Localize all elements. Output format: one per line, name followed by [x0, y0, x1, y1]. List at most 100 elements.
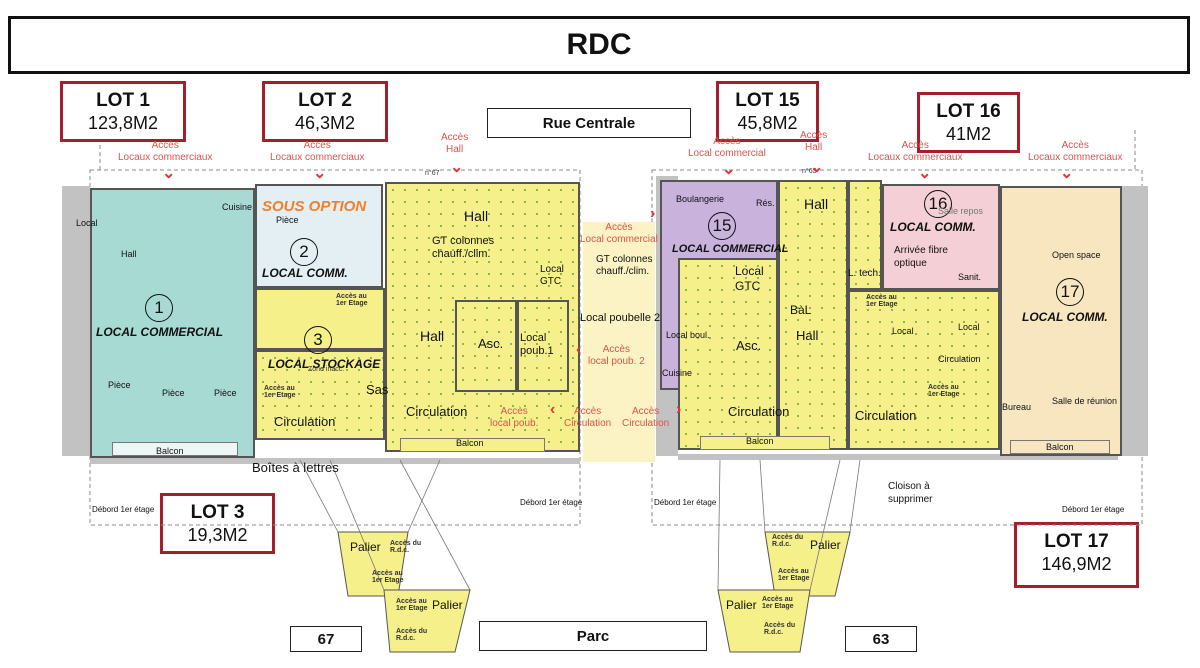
- bal-label: BàL: [790, 303, 812, 317]
- acces-locaux-16: Accès Locaux commerciaux: [868, 140, 963, 163]
- local-63b-label: Local: [958, 322, 980, 332]
- lot-3-number: 3: [304, 326, 332, 354]
- acces-hall-67: Accès Hall: [441, 132, 469, 155]
- lot-3-room-label: LOCAL STOCKAGE: [268, 357, 381, 371]
- acces-1er-67b-label: Accès au 1er Etage: [264, 385, 296, 399]
- lot-15-room-label: LOCAL COMMERCIAL: [672, 243, 789, 255]
- asc-63-label: Asc.: [736, 338, 762, 353]
- local-tech-label: L. tech.: [848, 268, 881, 279]
- local-gtc-63-label: Local GTC: [735, 264, 764, 293]
- local-poub1-room: [517, 300, 569, 392]
- balcon-right2-label: Balcon: [1046, 442, 1074, 452]
- lot-17-name: LOT 17: [1044, 531, 1109, 552]
- piece-1-label: Pièce: [108, 380, 131, 390]
- acces-rdc-67a-label: Accès du R.d.c.: [390, 540, 422, 554]
- balcon-left2-label: Balcon: [456, 438, 484, 448]
- lot-2-room-label: LOCAL COMM.: [262, 266, 348, 280]
- local-63a-label: Local: [892, 326, 914, 336]
- chevron-down-icon: ⌄: [313, 165, 327, 182]
- lot-17-room-label: LOCAL COMM.: [1022, 310, 1108, 324]
- lot-17-area-plan: [1000, 186, 1122, 456]
- hall-lot1-label: Hall: [121, 249, 137, 259]
- balcon-right-2: [1010, 440, 1110, 454]
- debord-left-label: Débord 1er étage: [92, 505, 155, 514]
- balcon-left-1: [112, 442, 238, 456]
- acces-1er-63-label: Accès au 1er Etage: [928, 384, 960, 398]
- passage-area: [583, 222, 655, 462]
- lot-1-room-label: LOCAL COMMERCIAL: [96, 325, 224, 339]
- balcon-left-label: Balcon: [156, 446, 184, 456]
- sas-label: Sas: [366, 382, 389, 397]
- chevron-down-icon: ⌄: [722, 161, 736, 178]
- salle-reunion-label: Salle de réunion: [1052, 396, 1118, 406]
- rue-centrale-label: Rue Centrale: [487, 108, 691, 138]
- asc-67-label: Asc.: [478, 336, 504, 351]
- chevron-right-icon: ›: [676, 401, 682, 418]
- debord-mid-right-label: Débord 1er étage: [654, 498, 717, 507]
- chevron-down-icon: ⌄: [450, 159, 464, 176]
- lot-3-area: 19,3M2: [187, 525, 248, 545]
- palier-67b-label: Palier: [432, 598, 463, 612]
- cuisine-15-label: Cuisine: [662, 368, 693, 378]
- lot-1-area: 123,8M2: [87, 113, 159, 133]
- circulation-63-label: Circulation: [728, 404, 790, 419]
- acces-local-commercial-side: Accès Local commercial: [580, 222, 658, 245]
- asc-67: [455, 300, 517, 392]
- debord-right-label: Débord 1er étage: [1062, 505, 1125, 514]
- lot-3-name: LOT 3: [190, 502, 245, 523]
- palier-63b-label: Palier: [726, 598, 757, 612]
- acces-locaux-17: Accès Locaux commerciaux: [1028, 140, 1123, 163]
- parc-label: Parc: [479, 621, 707, 651]
- gt-colonnes-67-label: GT colonnes chauff./clim.: [432, 235, 495, 260]
- hall-63-label: Hall: [804, 196, 829, 212]
- circulation-63b-area: [848, 290, 1000, 450]
- lot-16-name: LOT 16: [936, 101, 1001, 122]
- local-poubelle2-label: Local poubelle 2: [580, 312, 661, 324]
- circulation-63b-label: Circulation: [855, 408, 917, 423]
- number-67-label: 67: [290, 626, 362, 652]
- lot-2-box: LOT 2 46,3M2: [262, 81, 388, 142]
- walls: [62, 176, 1148, 464]
- lot-1-box: LOT 1 123,8M2: [60, 81, 186, 142]
- acces-circulation-63: Accès Circulation: [622, 406, 670, 429]
- palier-67a-label: Palier: [350, 540, 381, 554]
- hall-63b-label: Hall: [796, 328, 819, 343]
- acces-rdc-67b-label: Accès du R.d.c.: [396, 628, 428, 642]
- lot-17-number: 17: [1056, 278, 1084, 306]
- lot-15-name: LOT 15: [735, 90, 800, 111]
- circulation-67-label: Circulation: [274, 414, 336, 429]
- cloison-label: Cloison à supprimer: [888, 481, 933, 505]
- debord-mid-left-label: Débord 1er étage: [520, 498, 583, 507]
- acces-locaux-lot2: Accès Locaux commerciaux: [270, 140, 365, 163]
- local-tech-area: [848, 180, 882, 290]
- open-space-label: Open space: [1052, 250, 1101, 260]
- chevron-left-icon: ‹: [576, 341, 582, 358]
- chevron-down-icon: ⌄: [162, 165, 176, 182]
- lot-16-box: LOT 16 41M2: [917, 92, 1020, 153]
- circulation-63c-label: Circulation: [938, 354, 981, 364]
- salle-repos-label: Salle repos: [938, 206, 984, 216]
- balcon-right-1: [700, 436, 830, 450]
- acces-1er-67d-label: Accès au 1er Etage: [396, 598, 428, 612]
- chevron-down-icon: ⌄: [1060, 165, 1074, 182]
- lot-1-area-plan: [90, 188, 255, 458]
- n67-label: n°67: [425, 170, 440, 177]
- lot-1-number: 1: [145, 294, 173, 322]
- lot-2-area-plan: [255, 184, 383, 288]
- lot-15-number: 15: [708, 212, 736, 240]
- lot-15-area: 45,8M2: [737, 113, 798, 133]
- lot-17-area: 146,9M2: [1041, 554, 1112, 574]
- boites-lettres-label: Boîtes à lettres: [252, 460, 339, 475]
- bureau-label: Bureau: [1002, 402, 1032, 412]
- acces-local-poub: Accès local poub.: [490, 406, 539, 429]
- palier-63a-label: Palier: [810, 538, 841, 552]
- lot-2-number: 2: [290, 238, 318, 266]
- zone-inac-label: Zone inacc.: [308, 366, 345, 373]
- hall-63-area: [778, 180, 848, 450]
- acces-1er-67-label: Accès au 1er Etage: [336, 293, 368, 307]
- acces-1er-63d-label: Accès au 1er Etage: [762, 596, 794, 610]
- sous-option-label: SOUS OPTION: [262, 198, 367, 215]
- lot-2-name: LOT 2: [298, 90, 352, 111]
- gt-colonnes-63-label: GT colonnes chauff./clim.: [596, 254, 653, 277]
- lot-16-area: 41M2: [945, 124, 992, 144]
